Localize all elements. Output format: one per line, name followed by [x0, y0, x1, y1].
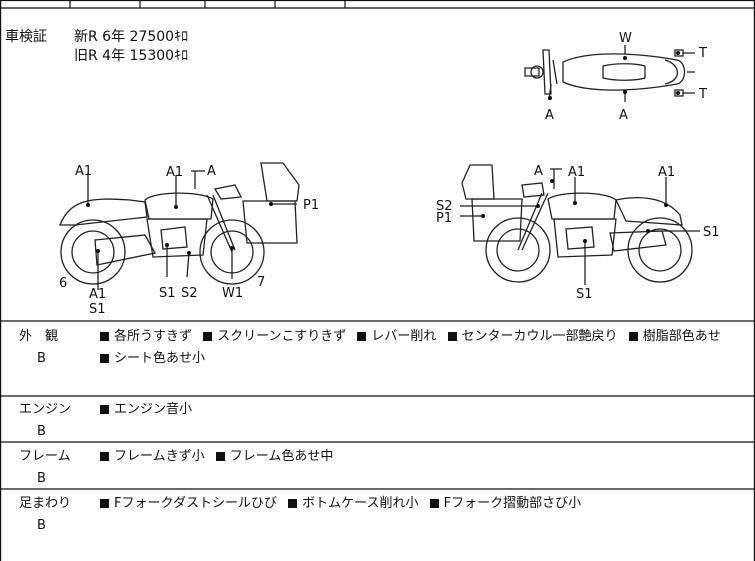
left-label-7: 7 [257, 275, 265, 290]
bullet-square-icon [100, 451, 109, 461]
registration-label: 車検証 [5, 29, 47, 45]
note-item: レバー削れ [371, 329, 437, 344]
bullet-square-icon [100, 353, 109, 363]
bullet-square-icon [357, 331, 367, 341]
note-item: ボトムケース削れ小 [302, 496, 419, 511]
top-label-a2: A [619, 108, 628, 123]
section-label-suspension: 足まわり [19, 496, 72, 511]
top-view-diagram: W T T A A [524, 31, 707, 123]
left-label-a1a: A1 [75, 164, 92, 179]
suspension-notes-line1: Fフォークダストシールひび ボトムケース削れ小 Fフォーク摺動部さび小 [100, 496, 581, 512]
right-fork [517, 192, 543, 251]
exterior-notes-line2: シート色あせ小 [100, 351, 205, 367]
note-item: Fフォークダストシールひび [114, 496, 277, 511]
note-item: 各所うすきず [114, 329, 193, 344]
right-rear-cowl [615, 197, 683, 226]
top-label-t1: T [698, 46, 707, 61]
right-label-s2: S2 [436, 199, 453, 214]
note-item: フレーム色あせ中 [229, 449, 334, 464]
section-label-frame: フレーム [19, 449, 71, 464]
right-rear-wheel [627, 217, 693, 283]
bullet-square-icon [100, 404, 109, 414]
right-fairing [471, 198, 523, 242]
top-label-t2: T [698, 87, 707, 102]
right-label-a1b: A1 [658, 165, 675, 180]
bullet-square-icon [288, 498, 298, 508]
section-label-engine: エンジン [19, 402, 72, 417]
right-front-wheel [485, 217, 551, 283]
right-tank [547, 192, 617, 220]
right-label-p1: P1 [436, 211, 452, 226]
right-engine [553, 218, 617, 258]
bullet-square-icon [203, 331, 213, 341]
note-item: 樹脂部色あせ [642, 329, 721, 344]
note-item: フレームきず小 [114, 449, 205, 464]
left-muffler [94, 234, 156, 266]
right-label-s1b: S1 [576, 287, 593, 302]
bullet-square-icon [429, 498, 439, 508]
bullet-square-icon [100, 498, 109, 508]
top-label-w: W [619, 31, 632, 46]
registration-old: 旧R 4年 15300ｷﾛ [74, 48, 189, 64]
note-item: センターカウル一部艶戻り [461, 329, 618, 344]
engine-notes-line1: エンジン音小 [100, 402, 192, 418]
left-side-diagram: A1 A1 A P1 6 A1 S1 S1 S2 W1 7 [59, 162, 319, 317]
top-seat [602, 63, 646, 81]
left-label-s1b: S1 [159, 286, 176, 301]
top-label-a1: A [545, 108, 554, 123]
left-label-a: A [207, 164, 216, 179]
note-item: スクリーンこすりきず [217, 329, 347, 344]
top-front-light [524, 67, 540, 77]
left-rear-wheel [60, 219, 126, 285]
bullet-square-icon [628, 331, 638, 341]
top-handlebar [542, 49, 552, 95]
left-rear-cowl [59, 198, 148, 226]
frame-notes-line1: フレームきず小 フレーム色あせ中 [100, 449, 333, 465]
right-side-diagram: A A1 A1 S2 P1 S1 S1 [436, 164, 720, 302]
exterior-notes-line1: 各所うすきず スクリーンこすりきず レバー削れ センターカウル一部艶戻り 樹脂部… [100, 329, 721, 345]
right-label-a: A [534, 164, 543, 179]
left-fork [206, 194, 233, 253]
left-windscreen [260, 162, 300, 202]
bullet-square-icon [215, 451, 225, 461]
grade-engine: B [37, 424, 46, 439]
top-body-outline [562, 53, 686, 91]
bullet-square-icon [100, 331, 109, 341]
top-headlight [530, 65, 544, 79]
right-windscreen [461, 164, 495, 200]
left-engine [146, 218, 208, 258]
section-label-exterior: 外 観 [19, 329, 59, 344]
bullet-square-icon [447, 331, 457, 341]
grade-suspension: B [37, 518, 46, 533]
left-label-s2: S2 [181, 286, 198, 301]
right-muffler [609, 230, 667, 252]
left-label-a1c: A1 [89, 287, 106, 302]
note-item: エンジン音小 [114, 402, 193, 417]
left-fairing [242, 200, 298, 244]
right-label-a1a: A1 [568, 165, 585, 180]
left-label-w1: W1 [222, 286, 243, 301]
left-label-a1b: A1 [166, 165, 183, 180]
left-front-wheel [199, 219, 265, 285]
left-tank [144, 192, 214, 220]
registration-new: 新R 6年 27500ｷﾛ [74, 29, 189, 45]
left-label-6: 6 [59, 276, 67, 291]
note-item: Fフォーク摺動部さび小 [443, 496, 582, 511]
right-label-s1a: S1 [703, 225, 720, 240]
left-label-p1: P1 [303, 198, 319, 213]
note-item: シート色あせ小 [114, 351, 206, 366]
grade-frame: B [37, 471, 46, 486]
left-label-s1a: S1 [89, 302, 106, 317]
grade-exterior: B [37, 351, 46, 366]
